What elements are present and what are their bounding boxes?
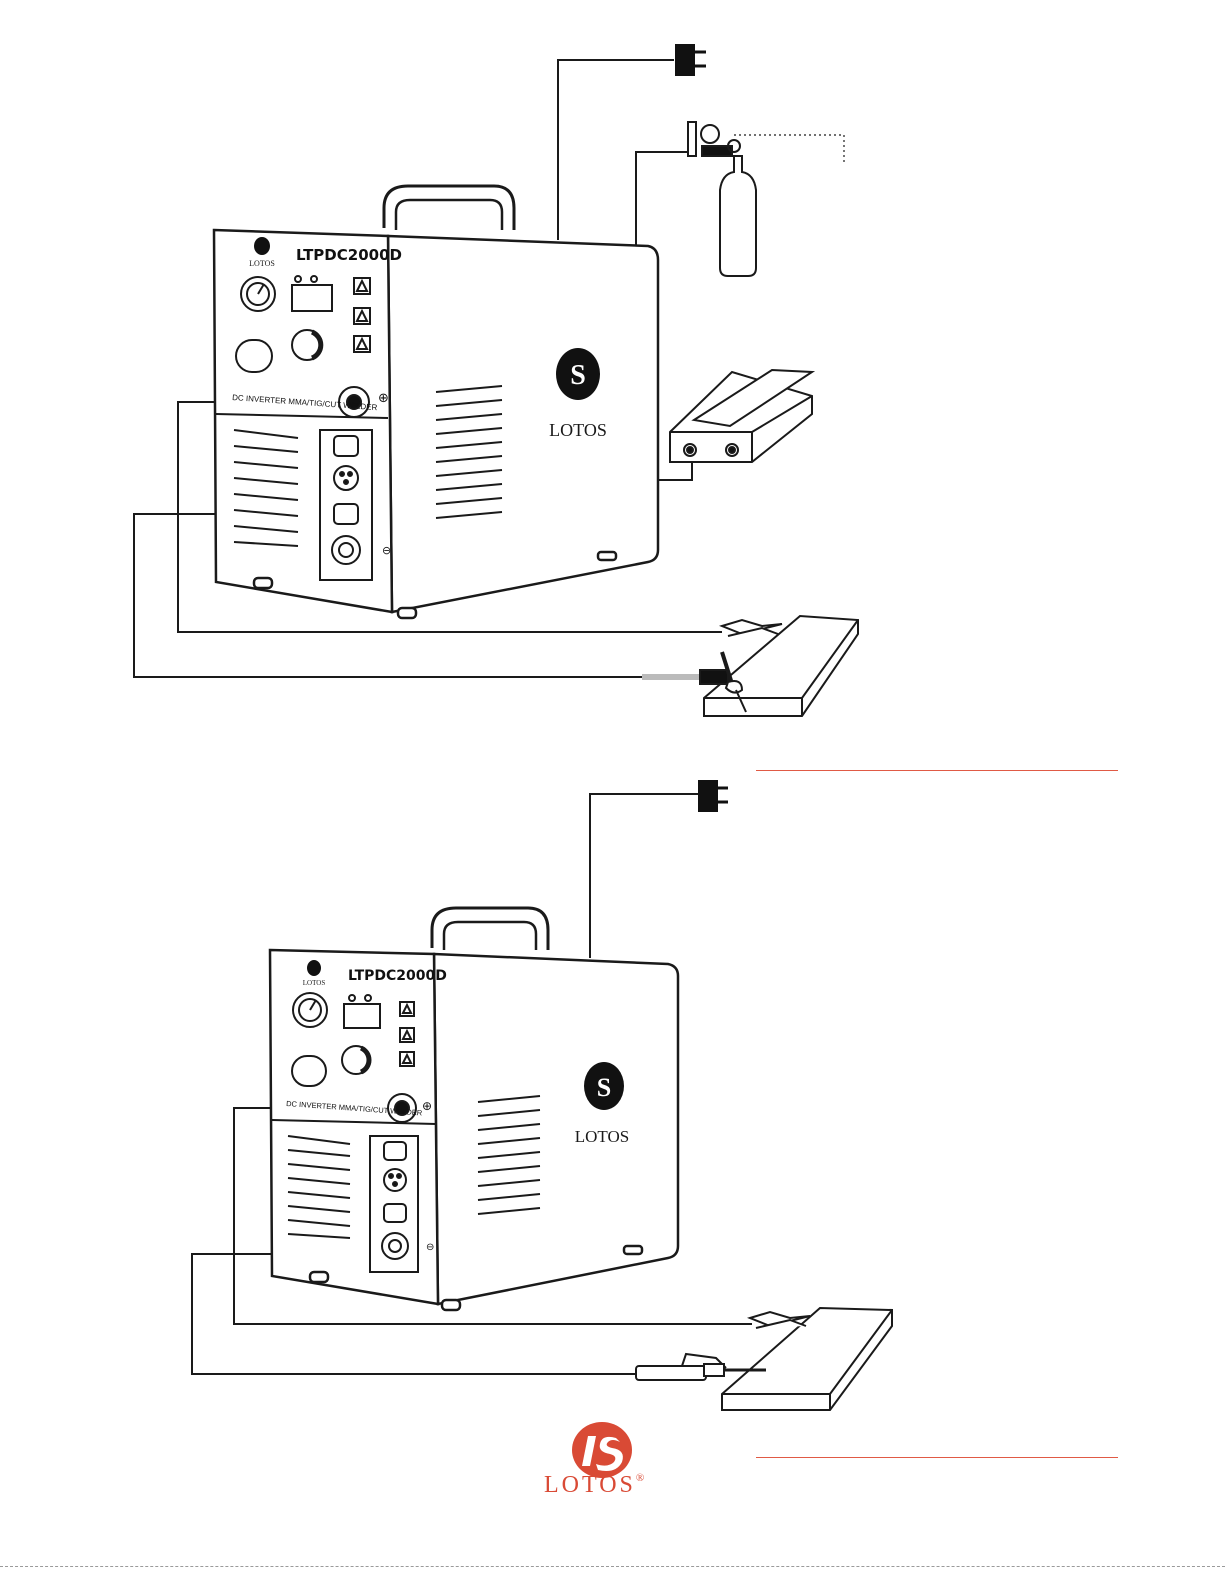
small-logo-icon: [254, 237, 270, 255]
accent-rule-bottom: [756, 1457, 1118, 1458]
tig-setup-drawing: S LOTOS LOTOS LTPDC2000D DC INVERTER MMA…: [122, 22, 870, 720]
front-brand-text: LOTOS: [249, 259, 275, 268]
digital-display: [344, 1004, 380, 1028]
svg-text:S: S: [597, 1073, 611, 1102]
svg-text:S: S: [570, 360, 586, 391]
page-bottom-border: [0, 1566, 1225, 1567]
digital-display: [292, 285, 332, 311]
negative-symbol: ⊖: [426, 1242, 434, 1253]
ground-clamp-icon: [722, 620, 782, 636]
front-brand-text: LOTOS: [303, 979, 326, 987]
power-switch: [292, 1056, 326, 1086]
mode-buttons: [354, 278, 370, 352]
power-cord: [558, 60, 674, 240]
footer-brand: LOTOS®: [544, 1472, 674, 1499]
registered-mark: ®: [636, 1472, 644, 1484]
gas-cylinder-icon: [688, 122, 844, 276]
lotos-logo-icon: S: [556, 348, 600, 400]
footer-logo: LOTOS®: [540, 1420, 670, 1502]
negative-symbol: ⊖: [382, 544, 391, 557]
positive-symbol: ⊕: [378, 391, 389, 406]
model-label: LTPDC2000D: [348, 968, 447, 984]
model-label: LTPDC2000D: [296, 246, 402, 264]
mma-setup-diagram: S LOTOS LOTOS LTPDC2000D DC INVERTER MMA…: [180, 780, 905, 1412]
accent-rule-top: [756, 770, 1118, 771]
power-plug-icon: [698, 780, 728, 812]
ground-clamp-icon: [750, 1312, 810, 1328]
lotos-logo-icon: S: [584, 1062, 624, 1110]
gas-hose: [636, 152, 688, 246]
foot-pedal-icon: [670, 370, 812, 462]
footer-brand-text: LOTOS: [544, 1472, 636, 1498]
power-cord: [590, 794, 698, 958]
positive-symbol: ⊕: [422, 1099, 432, 1113]
tig-setup-diagram: S LOTOS LOTOS LTPDC2000D DC INVERTER MMA…: [122, 22, 870, 720]
side-brand-text: LOTOS: [575, 1127, 629, 1146]
mma-setup-drawing: S LOTOS LOTOS LTPDC2000D DC INVERTER MMA…: [180, 780, 905, 1412]
power-plug-icon: [675, 44, 706, 76]
power-switch: [236, 340, 272, 372]
small-logo-icon: [307, 960, 321, 976]
side-brand-text: LOTOS: [549, 420, 607, 440]
mode-buttons: [400, 1002, 414, 1066]
